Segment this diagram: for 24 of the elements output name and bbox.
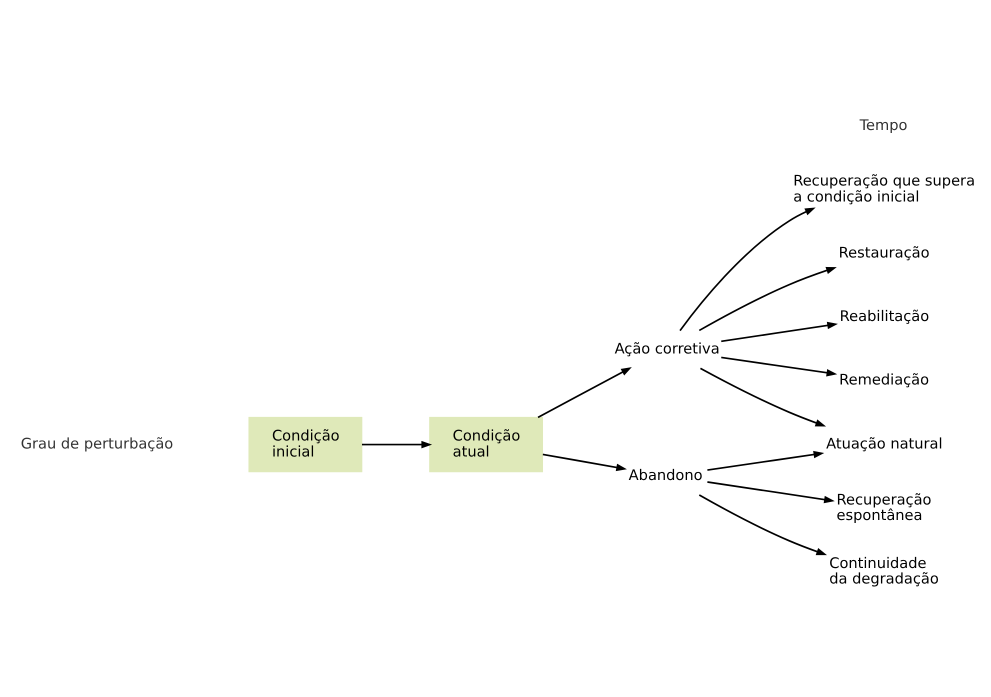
node-text: Continuidade da degradação — [829, 554, 939, 588]
node-text: Reabilitação — [840, 308, 930, 325]
node-text: Recuperação espontânea — [836, 490, 932, 524]
arrow — [707, 450, 824, 470]
node-text: Atuação natural — [826, 434, 943, 452]
node-text: Ação corretiva — [614, 340, 720, 357]
node-text: Restauração — [838, 244, 930, 261]
node-text: Abandono — [628, 466, 703, 484]
arrow — [721, 321, 838, 342]
arrow — [698, 266, 837, 331]
arrow — [542, 453, 627, 471]
arrow — [698, 494, 827, 555]
arrow — [700, 367, 826, 426]
node-box: Condição inicial — [248, 416, 362, 472]
label: Grau de perturbação — [20, 434, 174, 452]
arrow — [707, 480, 835, 503]
label: Tempo — [860, 116, 908, 134]
arrow — [362, 440, 432, 448]
node-box: Condição atual — [429, 416, 544, 472]
node-text: Recuperação que supera a condição inicial — [793, 172, 976, 205]
node-text: Remediação — [839, 371, 930, 388]
arrow — [538, 366, 632, 418]
arrow — [679, 207, 816, 331]
arrow — [721, 356, 838, 376]
